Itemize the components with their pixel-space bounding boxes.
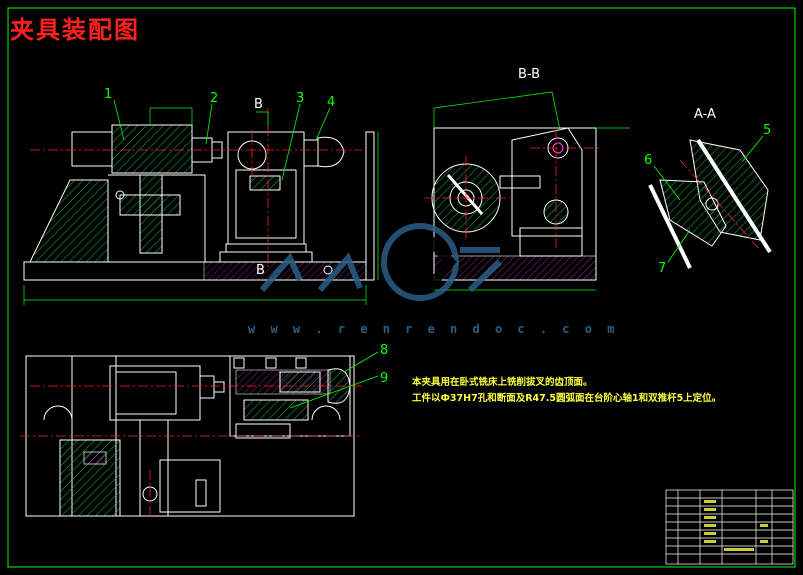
view-label-bb: B-B — [518, 67, 540, 82]
part-label-2: 2 — [210, 91, 218, 106]
top-view — [25, 355, 355, 517]
view-labels: B-B A-A B B — [254, 67, 716, 278]
top-view-centerlines — [20, 385, 362, 516]
section-aa-centerlines — [679, 159, 761, 251]
section-bb-dimensions — [433, 91, 630, 291]
part-labels: 1 2 3 4 5 6 7 8 9 — [104, 87, 771, 386]
watermark-logo — [259, 223, 503, 301]
leader-lines — [113, 99, 764, 409]
view-label-aa: A-A — [694, 107, 716, 122]
drawing-title: 夹具装配图 — [10, 16, 140, 44]
part-label-6: 6 — [644, 153, 652, 168]
note-line-2: 工件以Ф37H7孔和断面及R47.5圆弧面在台阶心轴1和双推杆5上定位。 — [412, 393, 722, 404]
part-label-4: 4 — [327, 95, 335, 110]
part-label-3: 3 — [296, 91, 304, 106]
watermark-url: w w w . r e n r e n d o c . c o m — [248, 322, 619, 336]
note-line-1: 本夹具用在卧式铣床上铣削拔叉的齿顶面。 — [412, 377, 593, 388]
title-block-fill — [704, 500, 768, 551]
part-label-1: 1 — [104, 87, 112, 102]
title-block — [665, 489, 794, 565]
front-view-centerlines — [30, 108, 362, 270]
front-view — [23, 124, 375, 281]
part-label-5: 5 — [763, 123, 771, 138]
section-marker-b-bottom: B — [256, 263, 265, 278]
part-label-9: 9 — [380, 371, 388, 386]
section-bb-centerlines — [424, 130, 600, 250]
section-marker-b-top: B — [254, 97, 263, 112]
part-label-8: 8 — [380, 343, 388, 358]
front-view-dimensions — [23, 107, 379, 305]
drawing-border — [7, 7, 796, 568]
part-label-7: 7 — [658, 261, 666, 276]
section-aa-view — [648, 138, 772, 269]
